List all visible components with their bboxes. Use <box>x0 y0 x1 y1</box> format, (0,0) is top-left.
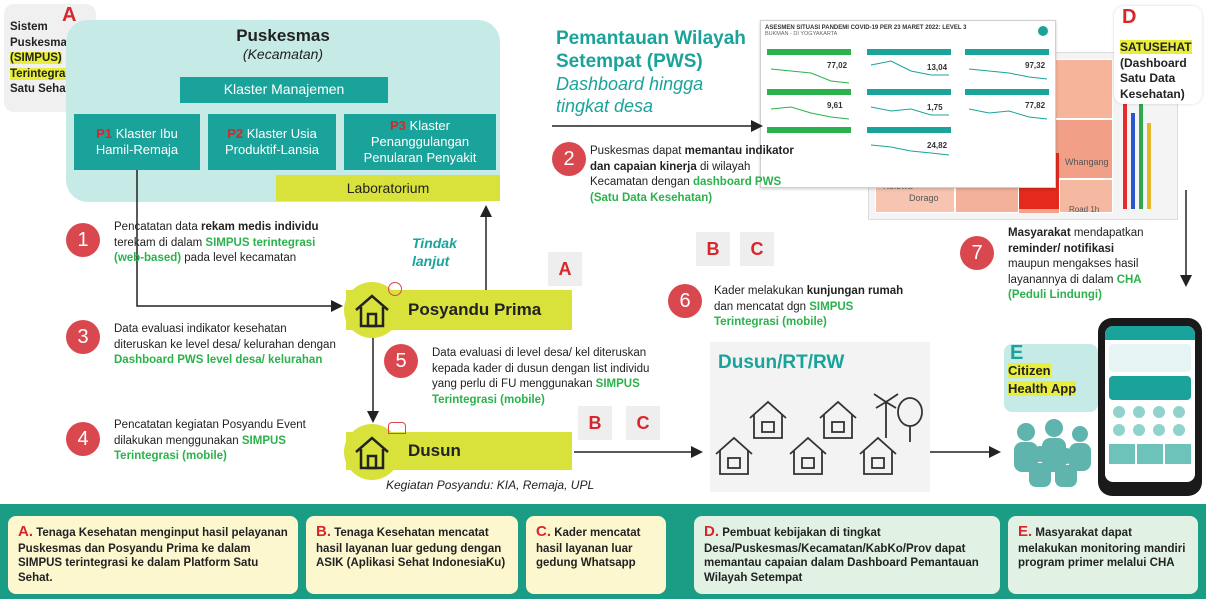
step-1-badge: 1 <box>66 223 100 257</box>
section-e-letter: E <box>1010 342 1024 364</box>
section-d-label <box>1114 6 1202 104</box>
step-6-badge: 6 <box>668 284 702 318</box>
bottom-card-d: D. Pembuat kebijakan di tingkat Desa/Pus… <box>694 516 1000 594</box>
step-3-badge: 3 <box>66 320 100 354</box>
posyandu-label: Posyandu Prima <box>408 300 542 319</box>
klaster-manajemen: Klaster Manajemen <box>180 77 388 103</box>
section-a-letter: A <box>62 4 77 26</box>
klaster-p1: P1 Klaster Ibu Hamil-Remaja <box>74 114 200 170</box>
houses-icon <box>715 393 923 475</box>
phone-screen <box>1105 326 1195 482</box>
section-a-text: Sistem Puskesmas (SIMPUS) Terintegrasi S… <box>10 21 75 96</box>
section-d-letter: D <box>1122 6 1137 28</box>
dusun-label: Dusun <box>408 441 461 460</box>
step-4-text: Pencatatan kegiatan Posyandu Event dilak… <box>114 419 306 463</box>
bottom-card-a: A. Tenaga Kesehatan menginput hasil pela… <box>8 516 298 594</box>
bottom-card-e: E. Masyarakat dapat melakukan monitoring… <box>1008 516 1198 594</box>
badge-a: A <box>548 252 582 286</box>
step-4-badge: 4 <box>66 422 100 456</box>
laboratorium: Laboratorium <box>276 175 500 201</box>
section-e-text: Citizen Health App <box>1008 363 1077 396</box>
posyandu-heart-icon <box>388 282 402 296</box>
step-2-text: Puskesmas dapat memantau indikator dan c… <box>590 145 794 204</box>
section-d-text: SATUSEHAT (Dashboard Satu Data Kesehatan… <box>1120 40 1192 101</box>
dusun-people-icon <box>388 422 406 434</box>
step-1-text: Pencatatan data rekam medis individu ter… <box>114 221 319 265</box>
step-6-text: Kader melakukan kunjungan rumah dan menc… <box>714 285 904 329</box>
klaster-p3: P3 Klaster Penanggulangan Penularan Peny… <box>344 114 496 170</box>
bottom-card-b: B. Tenaga Kesehatan mencatat hasil layan… <box>306 516 518 594</box>
badge-b-bottom: B <box>578 406 612 440</box>
step-5-text: Data evaluasi di level desa/ kel diterus… <box>432 347 650 406</box>
section-e-label <box>1004 344 1098 412</box>
step-5-badge: 5 <box>384 344 418 378</box>
klaster-p2: P2 Klaster Usia Produktif-Lansia <box>208 114 336 170</box>
step-7-text: Masyarakat mendapatkan reminder/ notifik… <box>1008 227 1144 302</box>
dusun-area-title: Dusun/RT/RW <box>718 352 845 373</box>
pws-dashboard: ASESMEN SITUASI PANDEMI COVID-19 PER 23 … <box>760 20 1056 188</box>
badge-c-top: C <box>740 232 774 266</box>
badge-b-top: B <box>696 232 730 266</box>
step-7-badge: 7 <box>960 236 994 270</box>
citizens-icon <box>1014 419 1091 487</box>
house-icon <box>355 294 389 328</box>
bottom-card-c: C. Kader mencatat hasil layanan luar ged… <box>526 516 666 594</box>
step-2-badge: 2 <box>552 142 586 176</box>
puskesmas-container <box>66 20 500 202</box>
dusun-kegiatan: Kegiatan Posyandu: KIA, Remaja, UPL <box>386 478 595 492</box>
puskesmas-title: Puskesmas <box>236 26 330 45</box>
house-icon <box>355 436 389 470</box>
puskesmas-subtitle: (Kecamatan) <box>242 46 324 62</box>
step-3-text: Data evaluasi indikator kesehatan diteru… <box>114 323 336 367</box>
badge-c-bottom: C <box>626 406 660 440</box>
